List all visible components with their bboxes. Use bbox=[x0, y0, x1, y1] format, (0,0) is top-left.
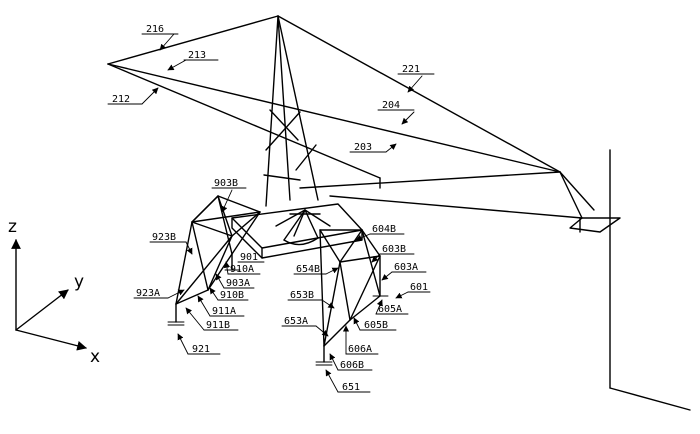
label-204: 204 bbox=[382, 100, 400, 111]
boom-structure bbox=[107, 15, 621, 233]
leader-lines bbox=[107, 33, 435, 393]
label-901: 901 bbox=[240, 252, 258, 263]
label-653B: 653B bbox=[290, 290, 314, 301]
label-910B: 910B bbox=[220, 290, 244, 301]
label-903A: 903A bbox=[226, 278, 250, 289]
label-603A: 603A bbox=[394, 262, 418, 273]
label-606A: 606A bbox=[348, 344, 372, 355]
label-606B: 606B bbox=[340, 360, 364, 371]
label-212: 212 bbox=[112, 94, 130, 105]
left-leg-assembly bbox=[167, 195, 261, 326]
label-203: 203 bbox=[354, 142, 372, 153]
coordinate-axes: z y x bbox=[8, 217, 100, 367]
y-axis-label: y bbox=[74, 272, 84, 292]
label-911A: 911A bbox=[212, 306, 236, 317]
label-651: 651 bbox=[342, 382, 360, 393]
x-axis-arrow bbox=[15, 329, 87, 351]
reference-labels: 216 213 212 221 204 203 903B 923B 901 91… bbox=[112, 24, 428, 393]
label-605A: 605A bbox=[378, 304, 402, 315]
z-axis-label: z bbox=[8, 217, 17, 237]
label-604B: 604B bbox=[372, 224, 396, 235]
side-wall bbox=[609, 149, 691, 411]
label-911B: 911B bbox=[206, 320, 230, 331]
y-axis-arrow bbox=[15, 289, 69, 331]
center-platform bbox=[231, 203, 363, 259]
label-216: 216 bbox=[146, 24, 164, 35]
label-601: 601 bbox=[410, 282, 428, 293]
label-605B: 605B bbox=[364, 320, 388, 331]
label-653A: 653A bbox=[284, 316, 308, 327]
x-axis-label: x bbox=[90, 347, 100, 367]
label-654B: 654B bbox=[296, 264, 320, 275]
label-910A: 910A bbox=[230, 264, 254, 275]
label-921: 921 bbox=[192, 344, 210, 355]
label-903B: 903B bbox=[214, 178, 238, 189]
label-221: 221 bbox=[402, 64, 420, 75]
label-603B: 603B bbox=[382, 244, 406, 255]
label-923A: 923A bbox=[136, 288, 160, 299]
label-923B: 923B bbox=[152, 232, 176, 243]
label-213: 213 bbox=[188, 50, 206, 61]
